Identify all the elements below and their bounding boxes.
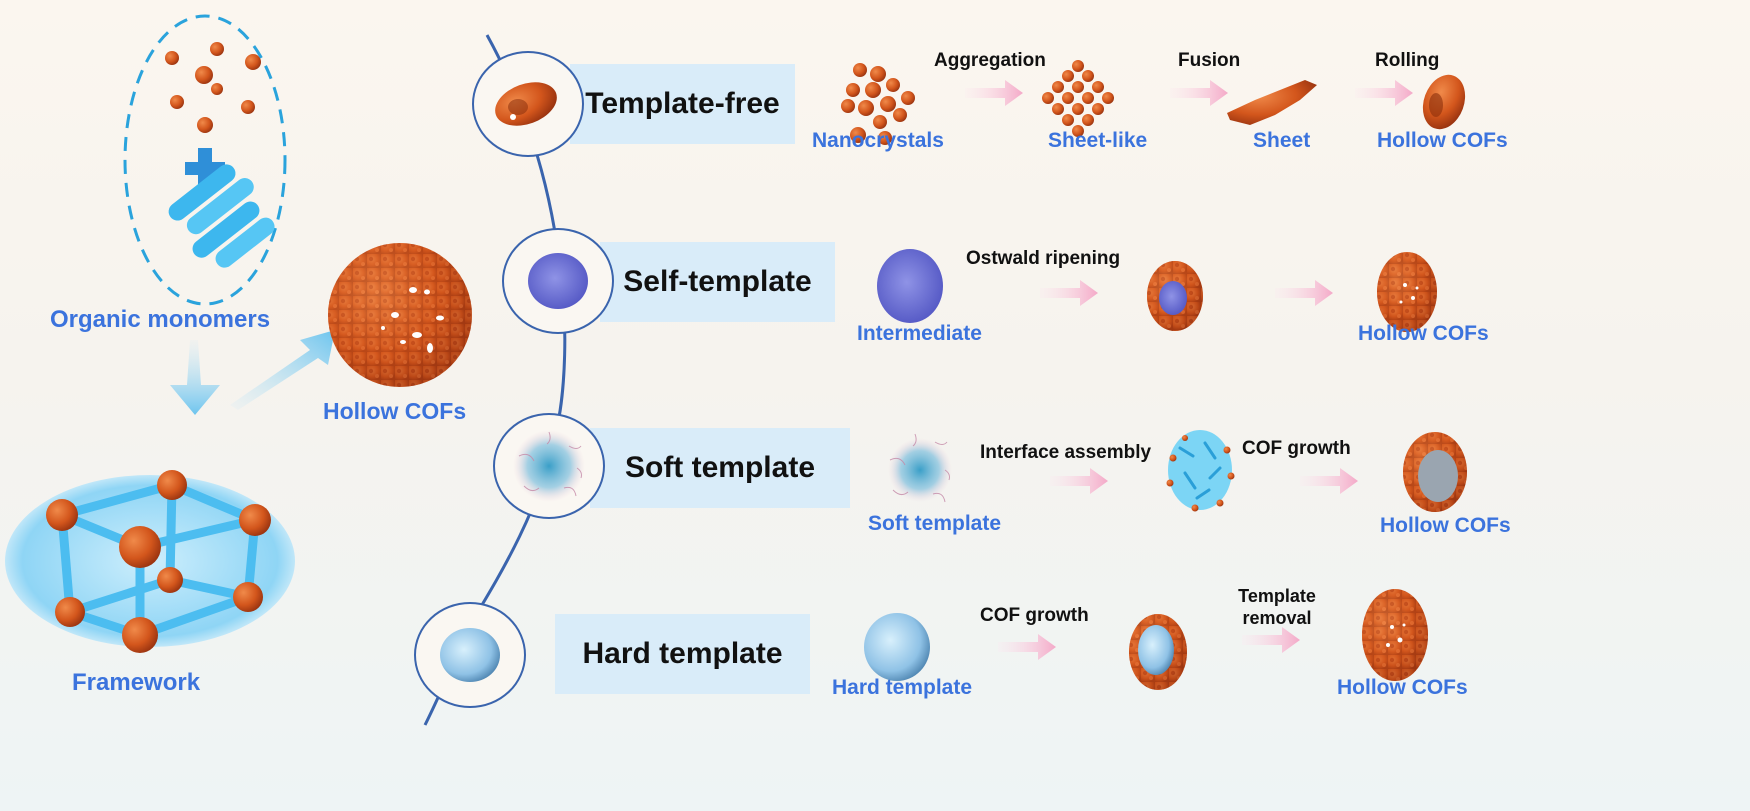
cyan-linker-rods: [168, 164, 275, 268]
nanocrystals-icon: [841, 63, 915, 145]
orange-monomer-dots: [165, 42, 261, 133]
micelle-icon: [513, 430, 585, 502]
cube-nodes: [46, 470, 271, 653]
stage-label: Hollow COFs: [1377, 129, 1508, 152]
method-box-self-template: Self-template: [600, 242, 835, 322]
hard-template-sphere-icon: [864, 613, 930, 681]
step-label: Aggregation: [934, 50, 1046, 71]
stage-label: Sheet: [1253, 129, 1311, 152]
organic-monomers-label: Organic monomers: [50, 306, 271, 333]
framework-cube: [5, 470, 295, 653]
stage-label: Hard template: [832, 676, 973, 699]
node-template-free: [472, 51, 584, 157]
hollow-cofs-center-label: Hollow COFs: [323, 398, 467, 424]
method-box-soft-template: Soft template: [590, 428, 850, 508]
step-label: Template removal: [1238, 586, 1316, 628]
stage-label: Soft template: [868, 512, 1002, 535]
method-title: Template-free: [585, 87, 780, 120]
pink-arrow-icon: [1170, 80, 1228, 106]
sheet-icon: [1227, 80, 1317, 125]
core-shell-icon: [1147, 261, 1203, 331]
method-title: Self-template: [623, 265, 812, 298]
intermediate-sphere-icon: [877, 249, 943, 323]
purple-sphere-icon: [528, 253, 588, 309]
down-arrow-icon: [170, 340, 220, 415]
method-title: Hard template: [582, 637, 783, 670]
node-soft-template: [493, 413, 605, 519]
step-label: COF growth: [1242, 438, 1351, 459]
method-title: Soft template: [624, 451, 816, 484]
pink-arrow-icon: [1275, 280, 1333, 306]
stage-label: Hollow COFs: [1358, 322, 1489, 345]
step-label: COF growth: [980, 605, 1089, 626]
hollow-cof-sphere-icon: [1377, 252, 1437, 332]
hollow-cof-sphere-icon: [1362, 589, 1428, 681]
hollow-cof-tube-icon: [1422, 74, 1466, 130]
pink-arrow-icon: [1050, 468, 1108, 494]
hard-sphere-icon: [440, 628, 500, 682]
pink-arrow-icon: [1040, 280, 1098, 306]
step-label: Ostwald ripening: [966, 248, 1121, 269]
framework-label: Framework: [72, 669, 201, 696]
step-label: Interface assembly: [980, 442, 1152, 463]
stage-label: Hollow COFs: [1380, 514, 1511, 537]
monomer-group: [123, 14, 287, 306]
stage-label: Hollow COFs: [1337, 676, 1468, 699]
pink-arrow-icon: [1300, 468, 1358, 494]
coated-sphere-icon: [1129, 614, 1187, 690]
method-box-template-free: Template-free: [570, 64, 795, 144]
diagonal-arrow-icon: [230, 330, 335, 410]
dashed-ellipse: [123, 14, 287, 306]
node-hard-template: [414, 602, 526, 708]
interface-assembly-icon: [1166, 430, 1235, 512]
hollow-cof-shell-icon: [1403, 432, 1467, 512]
pink-arrow-icon: [965, 80, 1023, 106]
hollow-cof-sphere-large: [328, 243, 472, 387]
stage-label: Sheet-like: [1048, 129, 1148, 152]
stage-label: Intermediate: [857, 322, 982, 345]
step-label: Fusion: [1178, 50, 1241, 71]
pink-arrow-icon: [1242, 627, 1300, 653]
sheet-like-icon: [1042, 60, 1114, 137]
hollow-tube-icon: [495, 82, 557, 126]
method-box-hard-template: Hard template: [555, 614, 810, 694]
pink-arrow-icon: [998, 634, 1056, 660]
pink-arrow-icon: [1355, 80, 1413, 106]
soft-template-micelle-icon: [888, 433, 952, 503]
node-self-template: [502, 228, 614, 334]
stage-label: Nanocrystals: [812, 129, 944, 152]
step-label: Rolling: [1375, 50, 1440, 71]
